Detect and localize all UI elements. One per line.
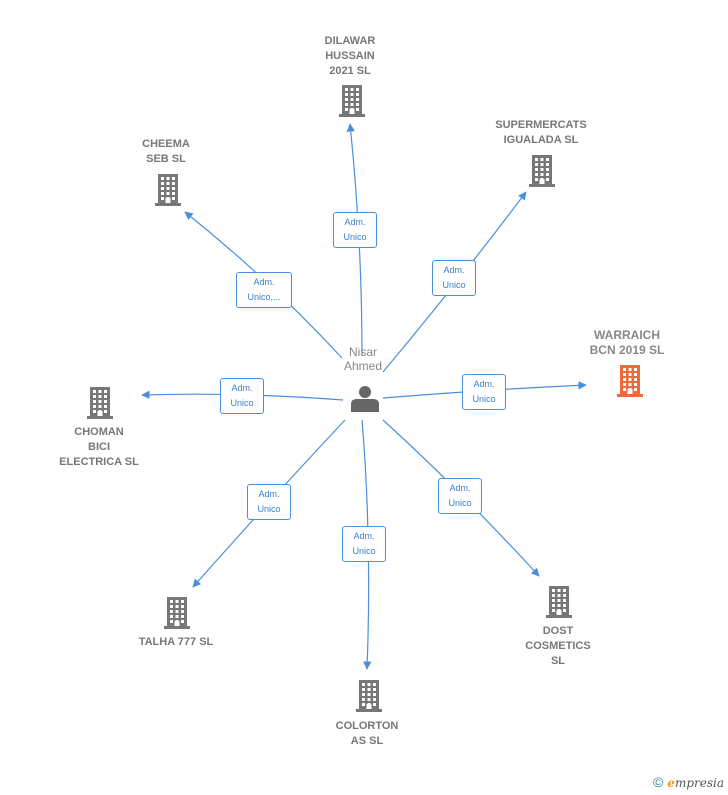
company-label-choman[interactable]: CHOMAN BICI ELECTRICA SL — [59, 426, 139, 468]
role-box-choman[interactable]: Adm. Unico — [220, 378, 264, 414]
copyright-symbol: © — [652, 774, 664, 790]
brand-logo: empresia — [667, 776, 724, 790]
role-box-dilawar[interactable]: Adm. Unico — [333, 212, 377, 248]
building-icon-dost[interactable] — [546, 586, 572, 618]
role-box-warraich[interactable]: Adm. Unico — [462, 374, 506, 410]
company-label-supermercats[interactable]: SUPERMERCATS IGUALADA SL — [495, 119, 587, 146]
role-box-dost[interactable]: Adm. Unico — [438, 478, 482, 514]
person-name[interactable]: Nisar Ahmed — [343, 345, 383, 373]
building-icon-choman[interactable] — [87, 387, 113, 419]
building-icon-cheema[interactable] — [155, 174, 181, 206]
footer-credit: ©empresia — [653, 774, 724, 790]
company-label-colorton[interactable]: COLORTON AS SL — [335, 720, 399, 747]
company-label-dilawar[interactable]: DILAWAR HUSSAIN 2021 SL — [324, 35, 376, 77]
building-icon-dilawar[interactable] — [339, 85, 365, 117]
company-label-cheema[interactable]: CHEEMA SEB SL — [142, 138, 190, 165]
role-box-colorton[interactable]: Adm. Unico — [342, 526, 386, 562]
nodes-layer — [87, 85, 643, 712]
building-icon-talha[interactable] — [164, 597, 190, 629]
role-box-supermercats[interactable]: Adm. Unico — [432, 260, 476, 296]
company-label-dost[interactable]: DOST COSMETICS SL — [525, 625, 591, 667]
building-icon-supermercats[interactable] — [529, 155, 555, 187]
person-icon[interactable] — [351, 386, 379, 412]
building-icon-colorton[interactable] — [356, 680, 382, 712]
company-label-talha[interactable]: TALHA 777 SL — [138, 636, 214, 648]
building-icon-warraich[interactable] — [617, 365, 643, 397]
role-box-talha[interactable]: Adm. Unico — [247, 484, 291, 520]
company-label-warraich[interactable]: WARRAICH BCN 2019 SL — [589, 328, 665, 357]
role-box-cheema[interactable]: Adm. Unico,... — [236, 272, 292, 308]
